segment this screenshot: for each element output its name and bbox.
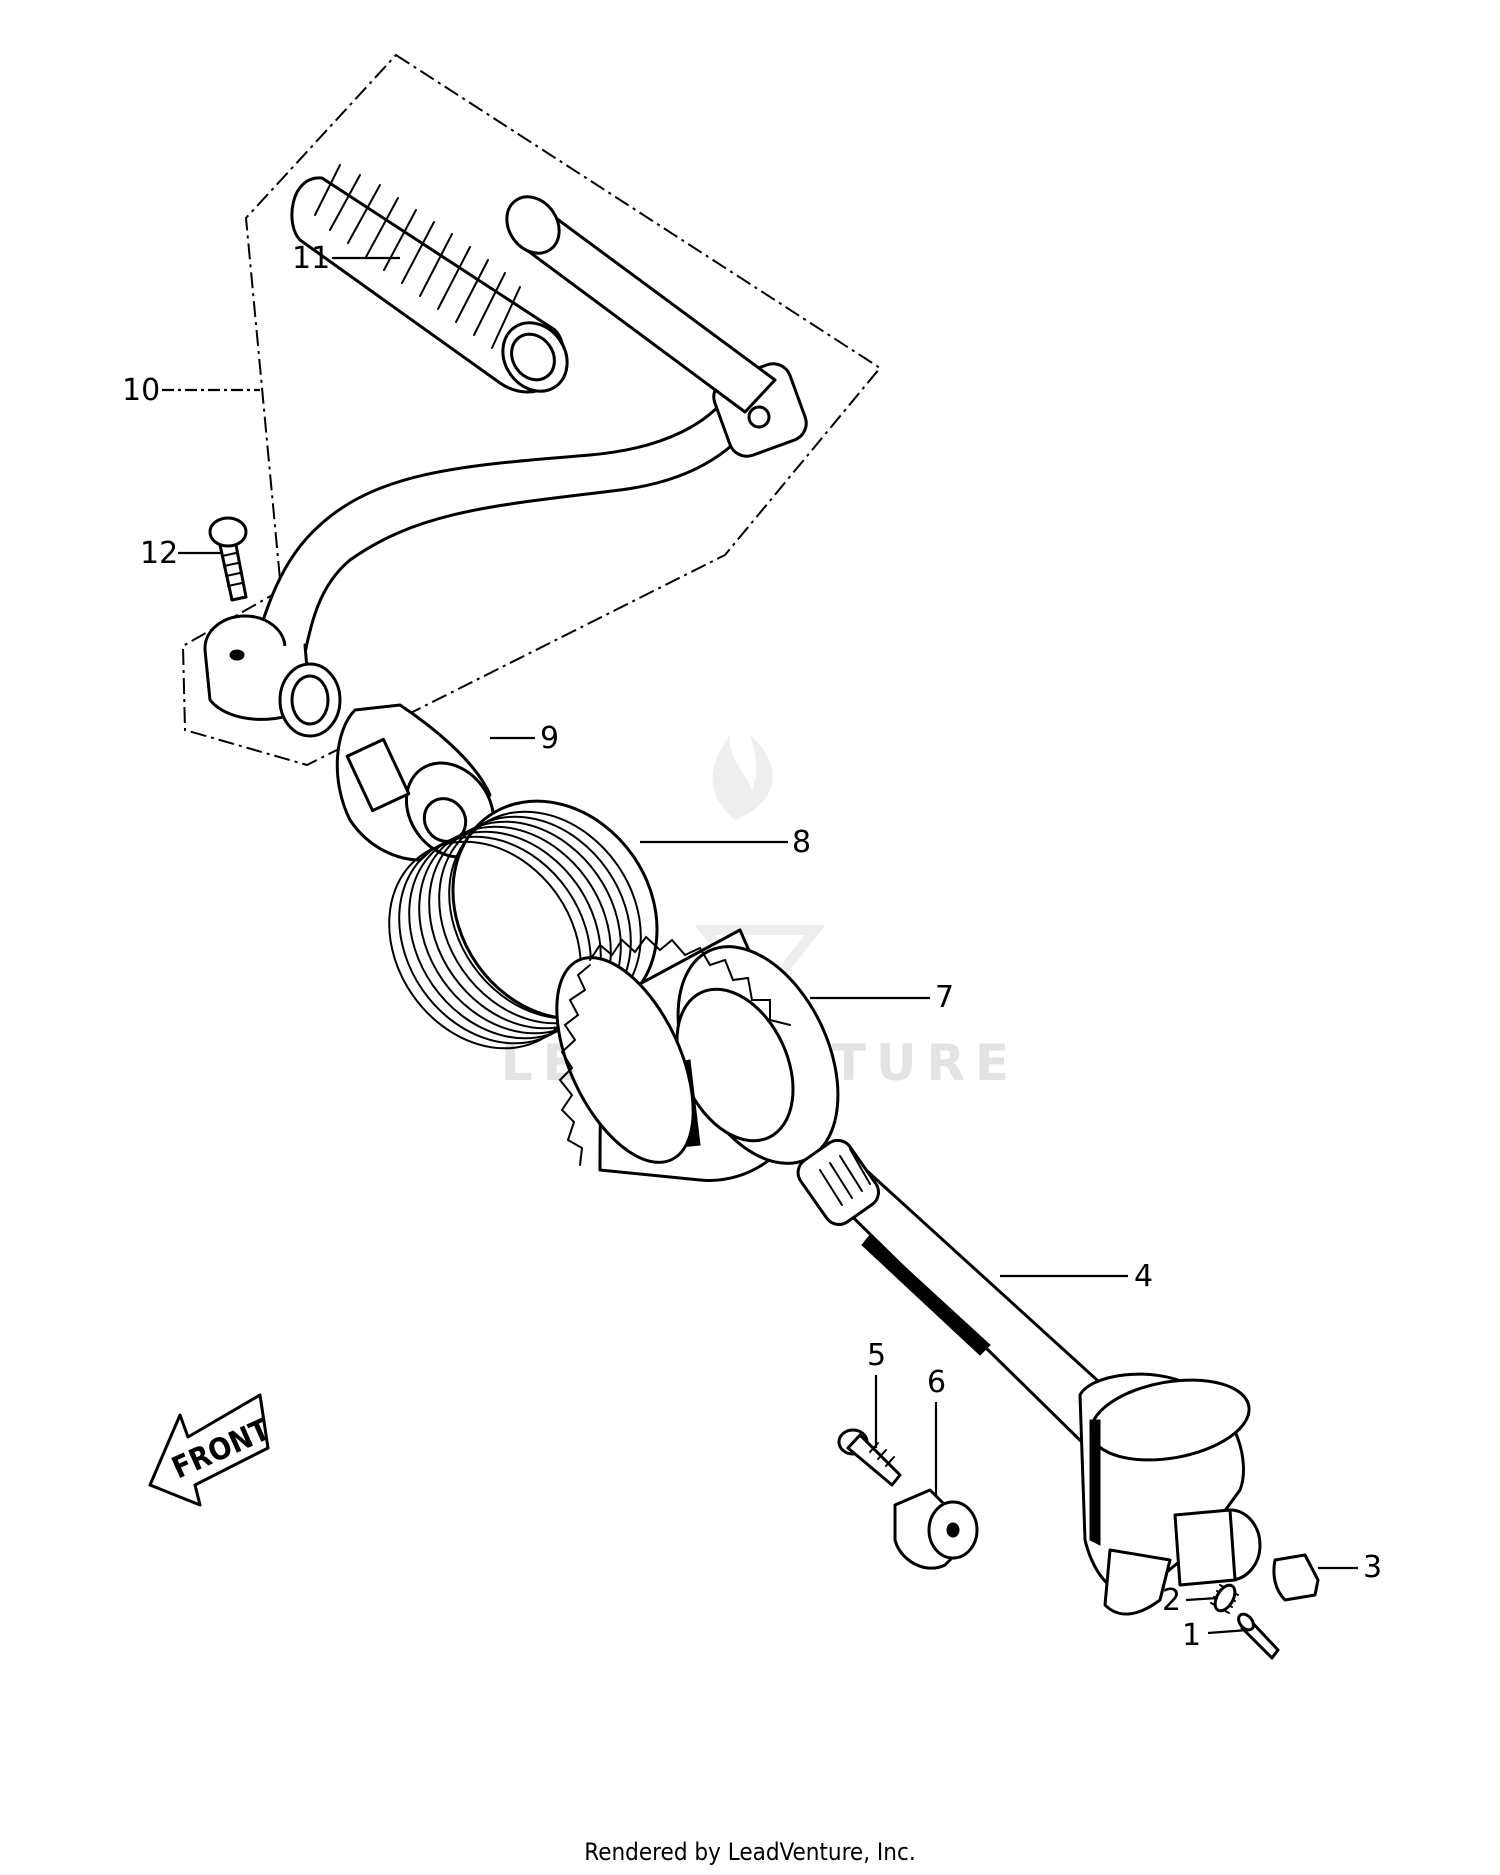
kick-shaft-4 xyxy=(796,1138,1262,1616)
footer-credit: Rendered by LeadVenture, Inc. xyxy=(584,1838,916,1866)
callout-1: 1 xyxy=(1182,1618,1201,1653)
callout-12: 12 xyxy=(140,536,178,571)
callout-6: 6 xyxy=(927,1365,946,1400)
roller-6 xyxy=(893,1488,979,1570)
callouts: 1 2 3 4 5 6 7 8 9 10 11 12 xyxy=(122,241,1382,1653)
pin-1 xyxy=(1237,1612,1280,1660)
small-spring-2 xyxy=(1210,1583,1239,1614)
callout-7: 7 xyxy=(935,980,954,1015)
callout-8: 8 xyxy=(792,825,811,860)
callout-3: 3 xyxy=(1363,1550,1382,1585)
cap-3 xyxy=(1272,1553,1320,1602)
callout-5: 5 xyxy=(867,1338,886,1373)
bolt-12 xyxy=(208,516,248,602)
callout-2: 2 xyxy=(1162,1583,1181,1618)
callout-9: 9 xyxy=(540,721,559,756)
kick-gear-7 xyxy=(555,928,840,1182)
kick-pedal-lever xyxy=(203,195,808,738)
assembly-outline-10 xyxy=(181,53,882,767)
callout-10: 10 xyxy=(122,373,160,408)
callout-4: 4 xyxy=(1134,1259,1153,1294)
pedal-rubber-11 xyxy=(290,164,569,394)
front-arrow: FRONT xyxy=(148,1393,276,1507)
bolt-5 xyxy=(837,1428,902,1487)
callout-11: 11 xyxy=(292,241,330,276)
